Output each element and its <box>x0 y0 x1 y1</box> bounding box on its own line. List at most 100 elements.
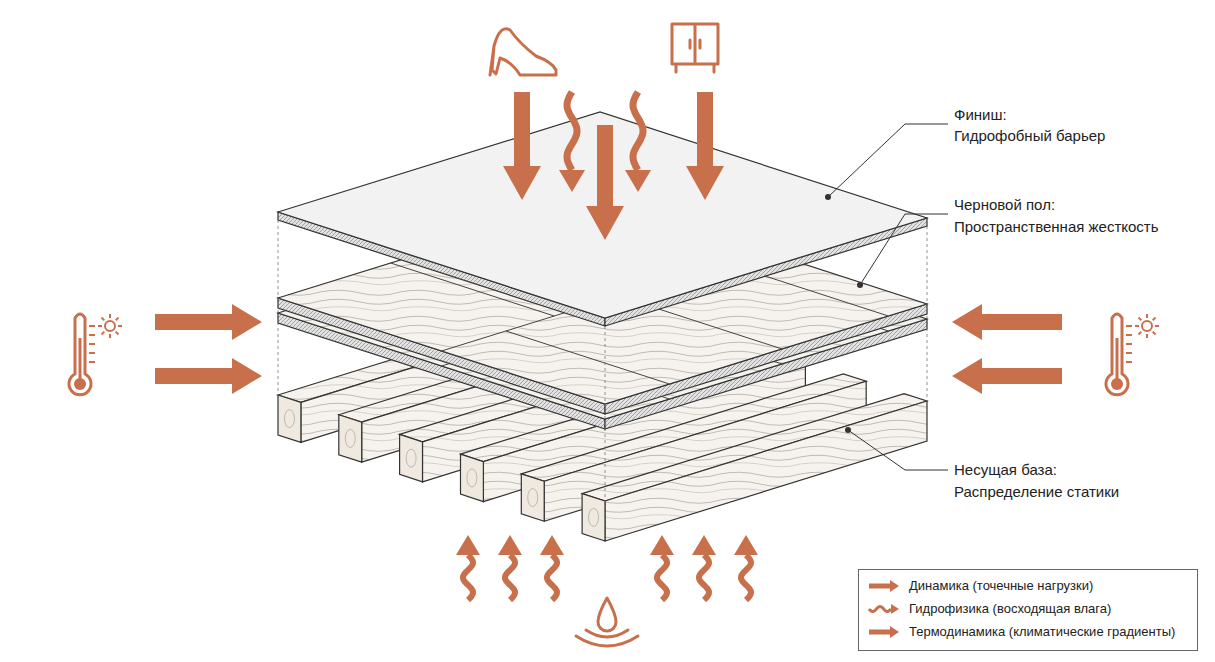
arrow-head <box>650 535 674 555</box>
sun-ray <box>1146 334 1148 338</box>
sun-ray <box>109 314 111 318</box>
load-arrow <box>586 125 624 240</box>
guide-line <box>605 326 606 520</box>
floor-layers <box>278 112 927 541</box>
legend-sample <box>867 601 903 617</box>
sun-ray <box>1153 332 1156 335</box>
arrow-head <box>456 535 480 555</box>
sun-ray <box>98 325 102 327</box>
guide-line <box>278 220 279 400</box>
moisture-arrow <box>505 555 515 600</box>
slab-top <box>278 112 927 318</box>
sun-icon <box>105 321 115 331</box>
legend-text: Динамика (точечные нагрузки) <box>909 577 1093 595</box>
sun-ray <box>1139 318 1142 321</box>
joist-end <box>582 494 605 541</box>
legend-sample <box>867 578 903 594</box>
thermo-tick <box>1126 325 1132 327</box>
callout-label: Гидрофобный барьер <box>954 127 1105 145</box>
load-arrow <box>952 304 1062 340</box>
callout-label: Пространственная жесткость <box>954 218 1159 236</box>
ripple <box>576 630 638 646</box>
sun-ray <box>1153 318 1156 321</box>
end-grain <box>284 410 294 428</box>
thermo-tick <box>89 352 95 354</box>
end-grain <box>467 469 477 487</box>
load-arrow <box>686 92 724 200</box>
end-grain <box>345 429 355 447</box>
moisture-arrow <box>547 555 557 600</box>
moisture-arrow <box>699 555 709 600</box>
moisture-arrow <box>463 555 473 600</box>
legend-box: Динамика (точечные нагрузки) Гидрофизика … <box>858 569 1198 651</box>
thermo-tick <box>1126 334 1132 336</box>
arrow-head <box>734 535 758 555</box>
leader-line <box>860 214 948 285</box>
sun-ray <box>1139 332 1142 335</box>
end-grain <box>589 508 599 526</box>
leader-lines <box>825 124 948 470</box>
legend-text: Гидрофизика (восходящая влага) <box>909 600 1111 618</box>
legend-text: Термодинамика (климатические градиенты) <box>909 623 1175 641</box>
thermometer-icon <box>69 314 91 395</box>
thermo-tick <box>1126 352 1132 354</box>
legend-sample <box>867 624 903 640</box>
end-grain <box>528 489 538 507</box>
thermo-fluid <box>79 338 82 380</box>
thermometer-icon <box>1106 314 1128 395</box>
sun-ray <box>1135 325 1139 327</box>
sun-ray <box>109 334 111 338</box>
load-arrow <box>155 358 262 394</box>
board-seam <box>506 331 670 384</box>
arrow-head <box>692 535 716 555</box>
thermo-tick <box>89 343 95 345</box>
legend-row: Динамика (точечные нагрузки) <box>867 576 1192 596</box>
arrow-head <box>559 170 585 192</box>
moisture-arrow <box>741 555 751 600</box>
sun-ray <box>118 325 122 327</box>
guide-line <box>927 226 928 410</box>
sun-ray <box>116 332 119 335</box>
arrow-head <box>498 535 522 555</box>
load-arrow <box>952 358 1062 394</box>
load-arrow <box>155 304 262 340</box>
joist-end <box>521 474 544 521</box>
legend-row: Термодинамика (климатические градиенты) <box>867 622 1192 642</box>
sun-ray <box>102 332 105 335</box>
cabinet-icon <box>672 24 718 72</box>
drop-icon <box>598 598 616 631</box>
moisture-arrow <box>657 555 667 600</box>
thermo-tick <box>89 361 95 363</box>
joist-end <box>339 415 362 462</box>
callout-label: Финиш: <box>954 106 1007 124</box>
legend-row: Гидрофизика (восходящая влага) <box>867 599 1192 619</box>
thermo-tick <box>89 325 95 327</box>
shoe-icon <box>490 29 556 75</box>
load-arrows <box>155 92 1062 600</box>
icons <box>69 24 1159 646</box>
load-arrow <box>869 626 899 638</box>
load-arrow <box>503 92 541 200</box>
load-arrow <box>869 580 899 592</box>
callout-label: Несущая база: <box>954 461 1057 479</box>
arrow-head <box>540 535 564 555</box>
end-grain <box>406 449 416 467</box>
sun-ray <box>116 318 119 321</box>
thermo-tick <box>1126 343 1132 345</box>
thermo-fluid <box>1116 338 1119 380</box>
joist-end <box>278 395 301 442</box>
joist-side <box>605 401 927 541</box>
thermo-tick <box>89 334 95 336</box>
callout-label: Распределение статики <box>954 483 1119 501</box>
moisture-arrow <box>869 607 891 612</box>
sun-ray <box>102 318 105 321</box>
arrow-head <box>625 170 651 192</box>
leader-line <box>848 430 948 470</box>
joist-end <box>400 434 423 482</box>
sun-ray <box>1155 325 1159 327</box>
moisture-arrow <box>567 92 577 170</box>
thermo-tick <box>1126 361 1132 363</box>
sun-icon <box>1142 321 1152 331</box>
callout-label: Черновой пол: <box>954 196 1055 214</box>
